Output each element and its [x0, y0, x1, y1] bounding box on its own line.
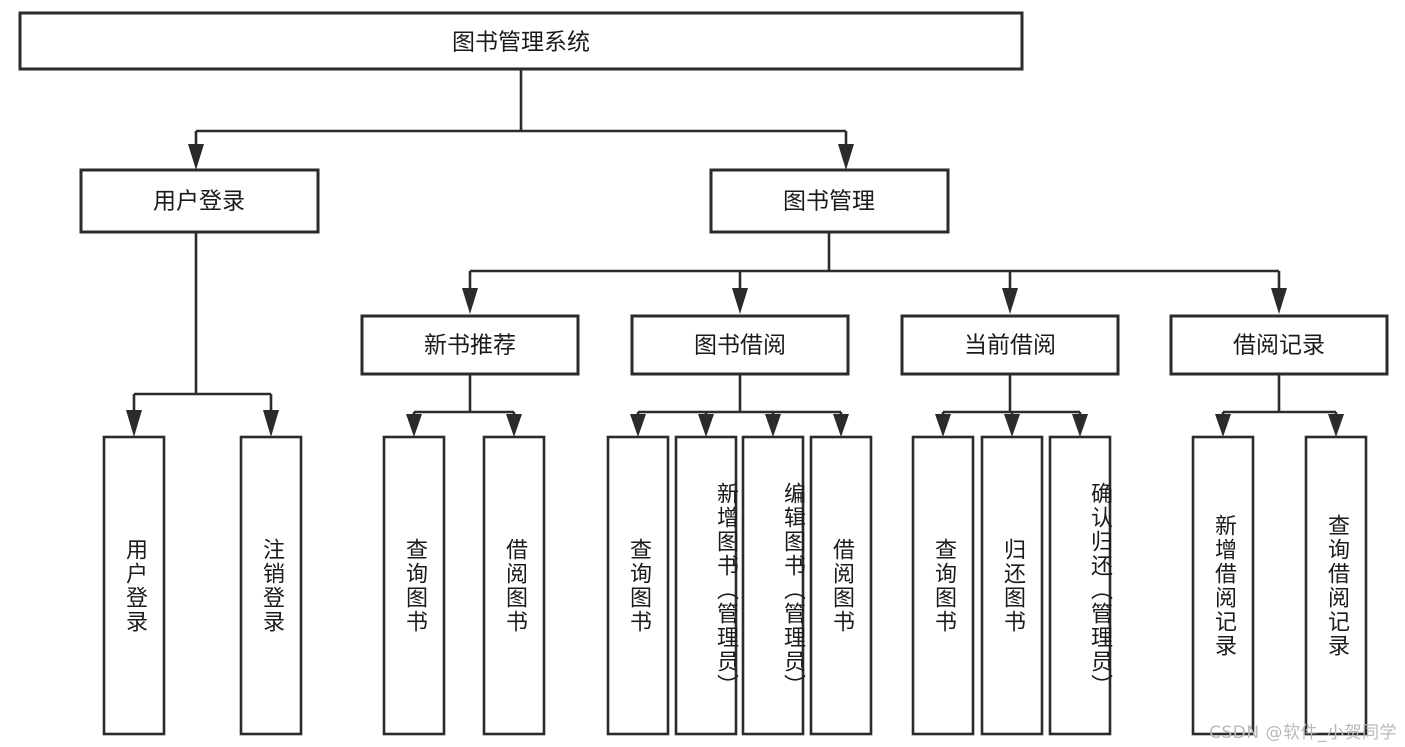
node-current-borrow[interactable]: 当前借阅: [900, 314, 1120, 376]
node-leaf-add-book[interactable]: [674, 435, 738, 736]
node-book-borrow[interactable]: 图书借阅: [630, 314, 850, 376]
node-user-login[interactable]: 用户登录: [79, 168, 320, 234]
node-book-management[interactable]: 图书管理: [709, 168, 950, 234]
connector-record-to-leaves: [1215, 374, 1344, 437]
node-leaf-query-book-3[interactable]: [911, 435, 975, 736]
node-leaf-add-record[interactable]: [1191, 435, 1255, 736]
node-borrow-record-label: 借阅记录: [1233, 333, 1325, 359]
node-leaf-user-login[interactable]: [102, 435, 166, 736]
node-book-borrow-label: 图书借阅: [694, 333, 786, 359]
node-borrow-record[interactable]: 借阅记录: [1169, 314, 1389, 376]
node-book-management-label: 图书管理: [783, 189, 875, 215]
connector-bookmgmt-to-level3: [462, 232, 1287, 314]
node-leaf-user-logout[interactable]: [239, 435, 303, 736]
connector-newbook-to-leaves: [406, 374, 522, 437]
node-current-borrow-label: 当前借阅: [964, 333, 1056, 359]
node-leaf-query-record[interactable]: [1304, 435, 1368, 736]
node-leaf-confirm-return[interactable]: [1048, 435, 1112, 736]
connector-current-to-leaves: [935, 374, 1088, 437]
node-new-book-recommend-label: 新书推荐: [424, 333, 516, 359]
node-leaf-borrow-book-2[interactable]: [809, 435, 873, 736]
node-user-login-label: 用户登录: [153, 189, 245, 215]
csdn-watermark: CSDN @软件_小贺同学: [1209, 723, 1397, 743]
node-new-book-recommend[interactable]: 新书推荐: [360, 314, 580, 376]
node-leaf-query-book-2[interactable]: [606, 435, 670, 736]
node-leaf-query-book-1[interactable]: [382, 435, 446, 736]
node-leaf-return-book[interactable]: [980, 435, 1044, 736]
node-root-label: 图书管理系统: [452, 30, 590, 56]
node-root[interactable]: 图书管理系统: [18, 11, 1024, 71]
node-leaf-borrow-book-1[interactable]: [482, 435, 546, 736]
node-leaf-edit-book[interactable]: [741, 435, 805, 736]
connector-login-to-leaves: [126, 232, 279, 437]
connector-borrow-to-leaves: [630, 374, 849, 437]
connector-root-to-level2: [188, 69, 854, 170]
